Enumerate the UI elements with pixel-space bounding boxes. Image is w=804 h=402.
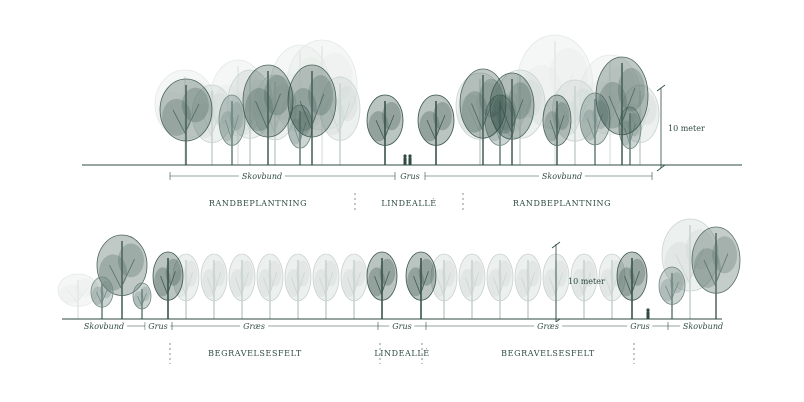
top-person-figure: [403, 154, 407, 165]
bottom-allee-tree: [486, 253, 514, 319]
bottom-ground-label-grus-center: Grus: [389, 322, 415, 331]
bottom-allee-tree-dark: [366, 251, 398, 319]
top-forest-tree: [552, 79, 598, 165]
bottom-ground-label-grus-left: Grus: [145, 322, 171, 331]
bottom-person-figure: [646, 308, 650, 319]
bottom-ground-label-skovbund-left: Skovbund: [80, 322, 128, 331]
top-height-label: 10 meter: [668, 124, 705, 133]
bottom-forest-tree-left: [96, 234, 148, 319]
bottom-forest-tree-right: [661, 218, 719, 319]
top-linden-tree-left: [366, 94, 404, 165]
top-forest-tree-dark: [489, 72, 535, 165]
top-background-tree: [269, 44, 331, 165]
top-zone-randbeplantning-left: RANDBEPLANTNING: [208, 199, 308, 208]
top-forest-tree-dark: [287, 64, 337, 165]
bottom-allee-tree-dark: [405, 251, 437, 319]
top-height-tick: [656, 84, 666, 92]
top-forest-tree-dark: [242, 64, 294, 165]
bottom-allee-tree: [256, 253, 284, 319]
bottom-zone-begravelsesfelt-left: BEGRAVELSESFELT: [208, 349, 302, 358]
top-forest-tree: [618, 106, 642, 165]
top-zone-lindealle: LINDEALLÉ: [381, 199, 437, 208]
top-forest-tree-dark: [595, 56, 649, 165]
top-background-tree: [517, 34, 593, 165]
top-forest-tree: [227, 69, 273, 165]
bottom-allee-tree: [172, 253, 200, 319]
top-height-tick: [656, 164, 666, 172]
top-forest-tree: [579, 92, 611, 165]
bottom-height-label: 10 meter: [568, 277, 605, 286]
top-background-tree: [210, 59, 266, 165]
top-zone-randbeplantning-right: RANDBEPLANTNING: [512, 199, 612, 208]
bottom-allee-tree: [200, 253, 228, 319]
bottom-allee-tree: [458, 253, 486, 319]
top-ground-label-skovbund-left: Skovbund: [238, 172, 286, 181]
bottom-ground-label-graes-right: Græs: [534, 322, 562, 331]
bottom-forest-tree-right: [691, 226, 741, 319]
top-ground-label-grus: Grus: [397, 172, 423, 181]
bottom-forest-tree-right: [658, 266, 686, 319]
top-linden-tree-right: [417, 94, 455, 165]
bottom-zone-begravelsesfelt-right: BEGRAVELSESFELT: [501, 349, 595, 358]
top-ground-label-skovbund-right: Skovbund: [538, 172, 586, 181]
bottom-forest-tree-left: [132, 282, 152, 319]
bottom-zone-lindealle: LINDEALLÉ: [374, 349, 430, 358]
bottom-height-tick: [551, 241, 561, 249]
top-forest-tree-dark: [542, 94, 572, 165]
bottom-allee-tree-dark: [152, 251, 184, 319]
bottom-allee-tree: [228, 253, 256, 319]
bottom-forest-tree-left: [90, 276, 114, 319]
bottom-allee-tree-dark: [616, 251, 648, 319]
top-forest-tree: [218, 94, 246, 165]
bottom-allee-tree: [570, 253, 598, 319]
bottom-allee-tree: [284, 253, 312, 319]
bottom-ground-label-graes-left: Græs: [240, 322, 268, 331]
bottom-ground-label-skovbund-right: Skovbund: [679, 322, 727, 331]
bottom-allee-tree: [340, 253, 368, 319]
bottom-ground-label-grus-right: Grus: [627, 322, 653, 331]
bottom-allee-tree: [514, 253, 542, 319]
bottom-background-tree: [57, 273, 99, 319]
top-person-figure: [408, 154, 412, 165]
bottom-allee-tree: [312, 253, 340, 319]
top-forest-tree-dark: [159, 78, 213, 165]
